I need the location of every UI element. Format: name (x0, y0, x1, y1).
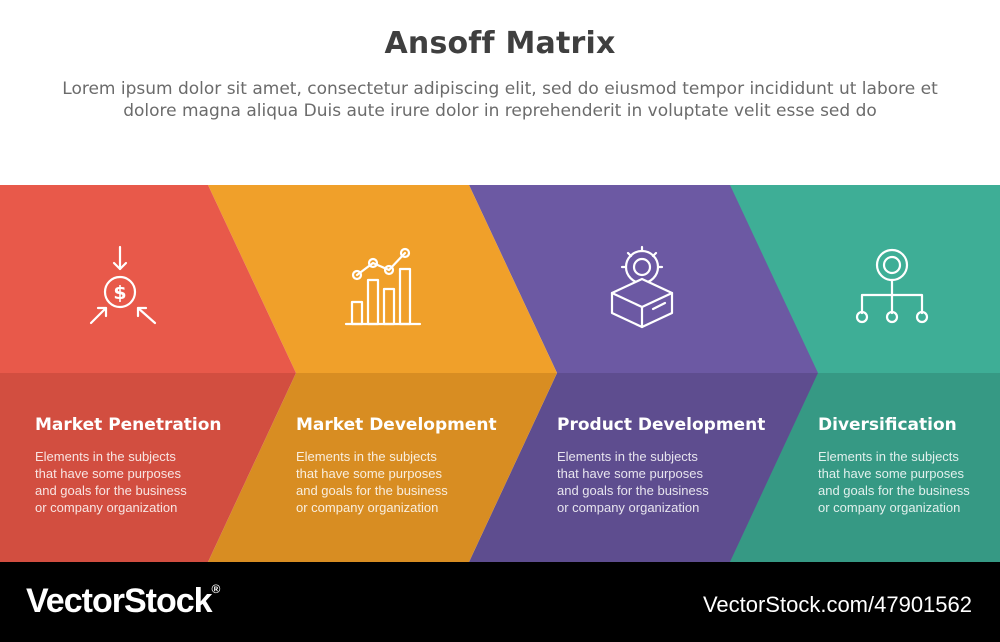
step-3-title: Product Development (557, 415, 766, 435)
step-3-bottom (469, 373, 818, 562)
step-1-bottom (0, 373, 296, 562)
step-1-top (0, 185, 296, 373)
registered-mark: ® (211, 582, 221, 596)
step-4-title: Diversification (818, 415, 957, 435)
page-subtitle: Lorem ipsum dolor sit amet, consectetur … (62, 79, 938, 121)
step-3-desc: Elements in the subjects that have some … (557, 449, 709, 515)
brand-logo: VectorStock® (26, 582, 221, 621)
coin-arrows-icon: $ (75, 243, 165, 333)
step-2-title: Market Development (296, 415, 497, 435)
chevron-shapes (0, 185, 1000, 562)
step-4-shade (730, 373, 1000, 562)
step-4-desc: Elements in the subjects that have some … (818, 449, 970, 515)
chevron-band: $ (0, 185, 1000, 562)
svg-text:$: $ (113, 282, 126, 304)
step-2-top (208, 185, 557, 373)
step-1-title: Market Penetration (35, 415, 222, 435)
step-1-desc: Elements in the subjects that have some … (35, 449, 187, 515)
step-2-desc: Elements in the subjects that have some … (296, 449, 448, 515)
header: Ansoff Matrix Lorem ipsum dolor sit amet… (0, 0, 1000, 185)
brand-name: VectorStock (26, 582, 213, 620)
watermark-footer: VectorStock® VectorStock.com/47901562 (0, 562, 1000, 642)
gear-box-icon (597, 243, 687, 333)
image-url: VectorStock.com/47901562 (702, 592, 972, 617)
hierarchy-icon (847, 243, 937, 333)
bar-chart-trend-icon (338, 243, 428, 333)
page-title: Ansoff Matrix (384, 26, 616, 61)
step-2-bottom (208, 373, 557, 562)
